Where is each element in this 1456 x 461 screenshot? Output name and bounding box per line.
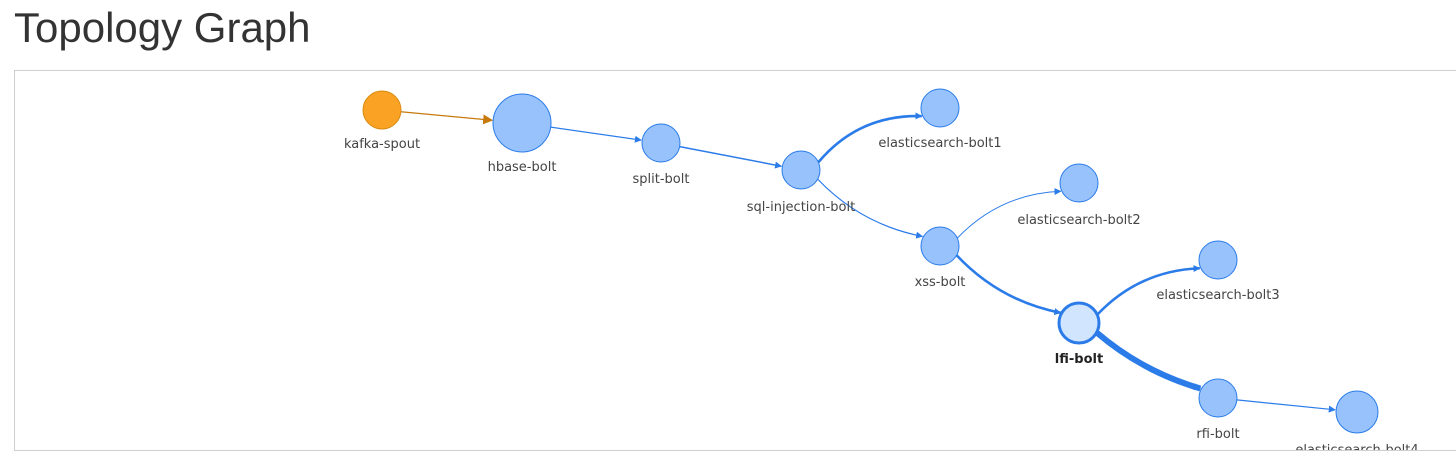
node-label: elasticsearch-bolt2 xyxy=(1017,213,1140,228)
spout-node-circle[interactable] xyxy=(362,90,402,130)
node-label: sql-injection-bolt xyxy=(747,200,855,215)
edge-hbase-bolt-to-split-bolt[interactable] xyxy=(550,126,642,143)
node-xss-bolt[interactable]: xss-bolt xyxy=(915,226,966,290)
bolt-node-circle[interactable] xyxy=(492,93,552,153)
page-title: Topology Graph xyxy=(14,4,311,51)
edge-lfi-bolt-to-elasticsearch-bolt3[interactable] xyxy=(1096,265,1201,316)
topology-graph[interactable]: kafka-spout hbase-bolt split-bolt sql-injec… xyxy=(15,71,1456,450)
bolt-node-circle[interactable] xyxy=(1059,163,1099,203)
edges-layer xyxy=(400,111,1336,413)
node-label: xss-bolt xyxy=(915,275,966,290)
edge-rfi-bolt-to-elasticsearch-bolt4[interactable] xyxy=(1236,399,1336,413)
node-lfi-bolt[interactable]: lfi-bolt xyxy=(1055,301,1103,367)
topology-graph-canvas[interactable]: kafka-spout hbase-bolt split-bolt sql-injec… xyxy=(14,70,1456,451)
node-label: hbase-bolt xyxy=(488,160,557,175)
edge-lfi-bolt-to-rfi-bolt[interactable] xyxy=(1094,330,1202,392)
bolt-node-circle[interactable] xyxy=(920,88,960,128)
edge-split-bolt-to-sql-injection-bolt[interactable] xyxy=(679,145,783,169)
node-label: lfi-bolt xyxy=(1055,352,1103,367)
node-label: kafka-spout xyxy=(344,137,420,152)
node-label: elasticsearch-bolt3 xyxy=(1156,288,1279,303)
node-hbase-bolt[interactable]: hbase-bolt xyxy=(488,93,557,175)
bolt-node-circle[interactable] xyxy=(1057,301,1101,345)
node-kafka-spout[interactable]: kafka-spout xyxy=(344,90,420,152)
node-label: split-bolt xyxy=(633,172,690,187)
nodes-layer: kafka-spout hbase-bolt split-bolt sql-injec… xyxy=(344,88,1419,450)
node-elasticsearch-bolt3[interactable]: elasticsearch-bolt3 xyxy=(1156,240,1280,303)
edge-sql-injection-bolt-to-elasticsearch-bolt1[interactable] xyxy=(817,112,923,164)
edge-xss-bolt-to-elasticsearch-bolt2[interactable] xyxy=(956,188,1062,239)
node-rfi-bolt[interactable]: rfi-bolt xyxy=(1196,378,1240,442)
edge-sql-injection-bolt-to-xss-bolt[interactable] xyxy=(817,178,924,239)
edge-kafka-spout-to-hbase-bolt[interactable] xyxy=(400,111,494,125)
node-label: rfi-bolt xyxy=(1196,427,1239,442)
node-elasticsearch-bolt4[interactable]: elasticsearch-bolt4 xyxy=(1295,390,1419,450)
bolt-node-circle[interactable] xyxy=(920,226,960,266)
edge-xss-bolt-to-lfi-bolt[interactable] xyxy=(955,254,1062,316)
node-label: elasticsearch-bolt1 xyxy=(878,136,1001,151)
node-label: elasticsearch-bolt4 xyxy=(1295,443,1418,450)
node-split-bolt[interactable]: split-bolt xyxy=(633,123,690,187)
bolt-node-circle[interactable] xyxy=(641,123,681,163)
bolt-node-circle[interactable] xyxy=(1335,390,1379,434)
node-sql-injection-bolt[interactable]: sql-injection-bolt xyxy=(747,150,855,215)
bolt-node-circle[interactable] xyxy=(781,150,821,190)
bolt-node-circle[interactable] xyxy=(1198,378,1238,418)
bolt-node-circle[interactable] xyxy=(1198,240,1238,280)
node-elasticsearch-bolt2[interactable]: elasticsearch-bolt2 xyxy=(1017,163,1141,228)
node-elasticsearch-bolt1[interactable]: elasticsearch-bolt1 xyxy=(878,88,1002,151)
